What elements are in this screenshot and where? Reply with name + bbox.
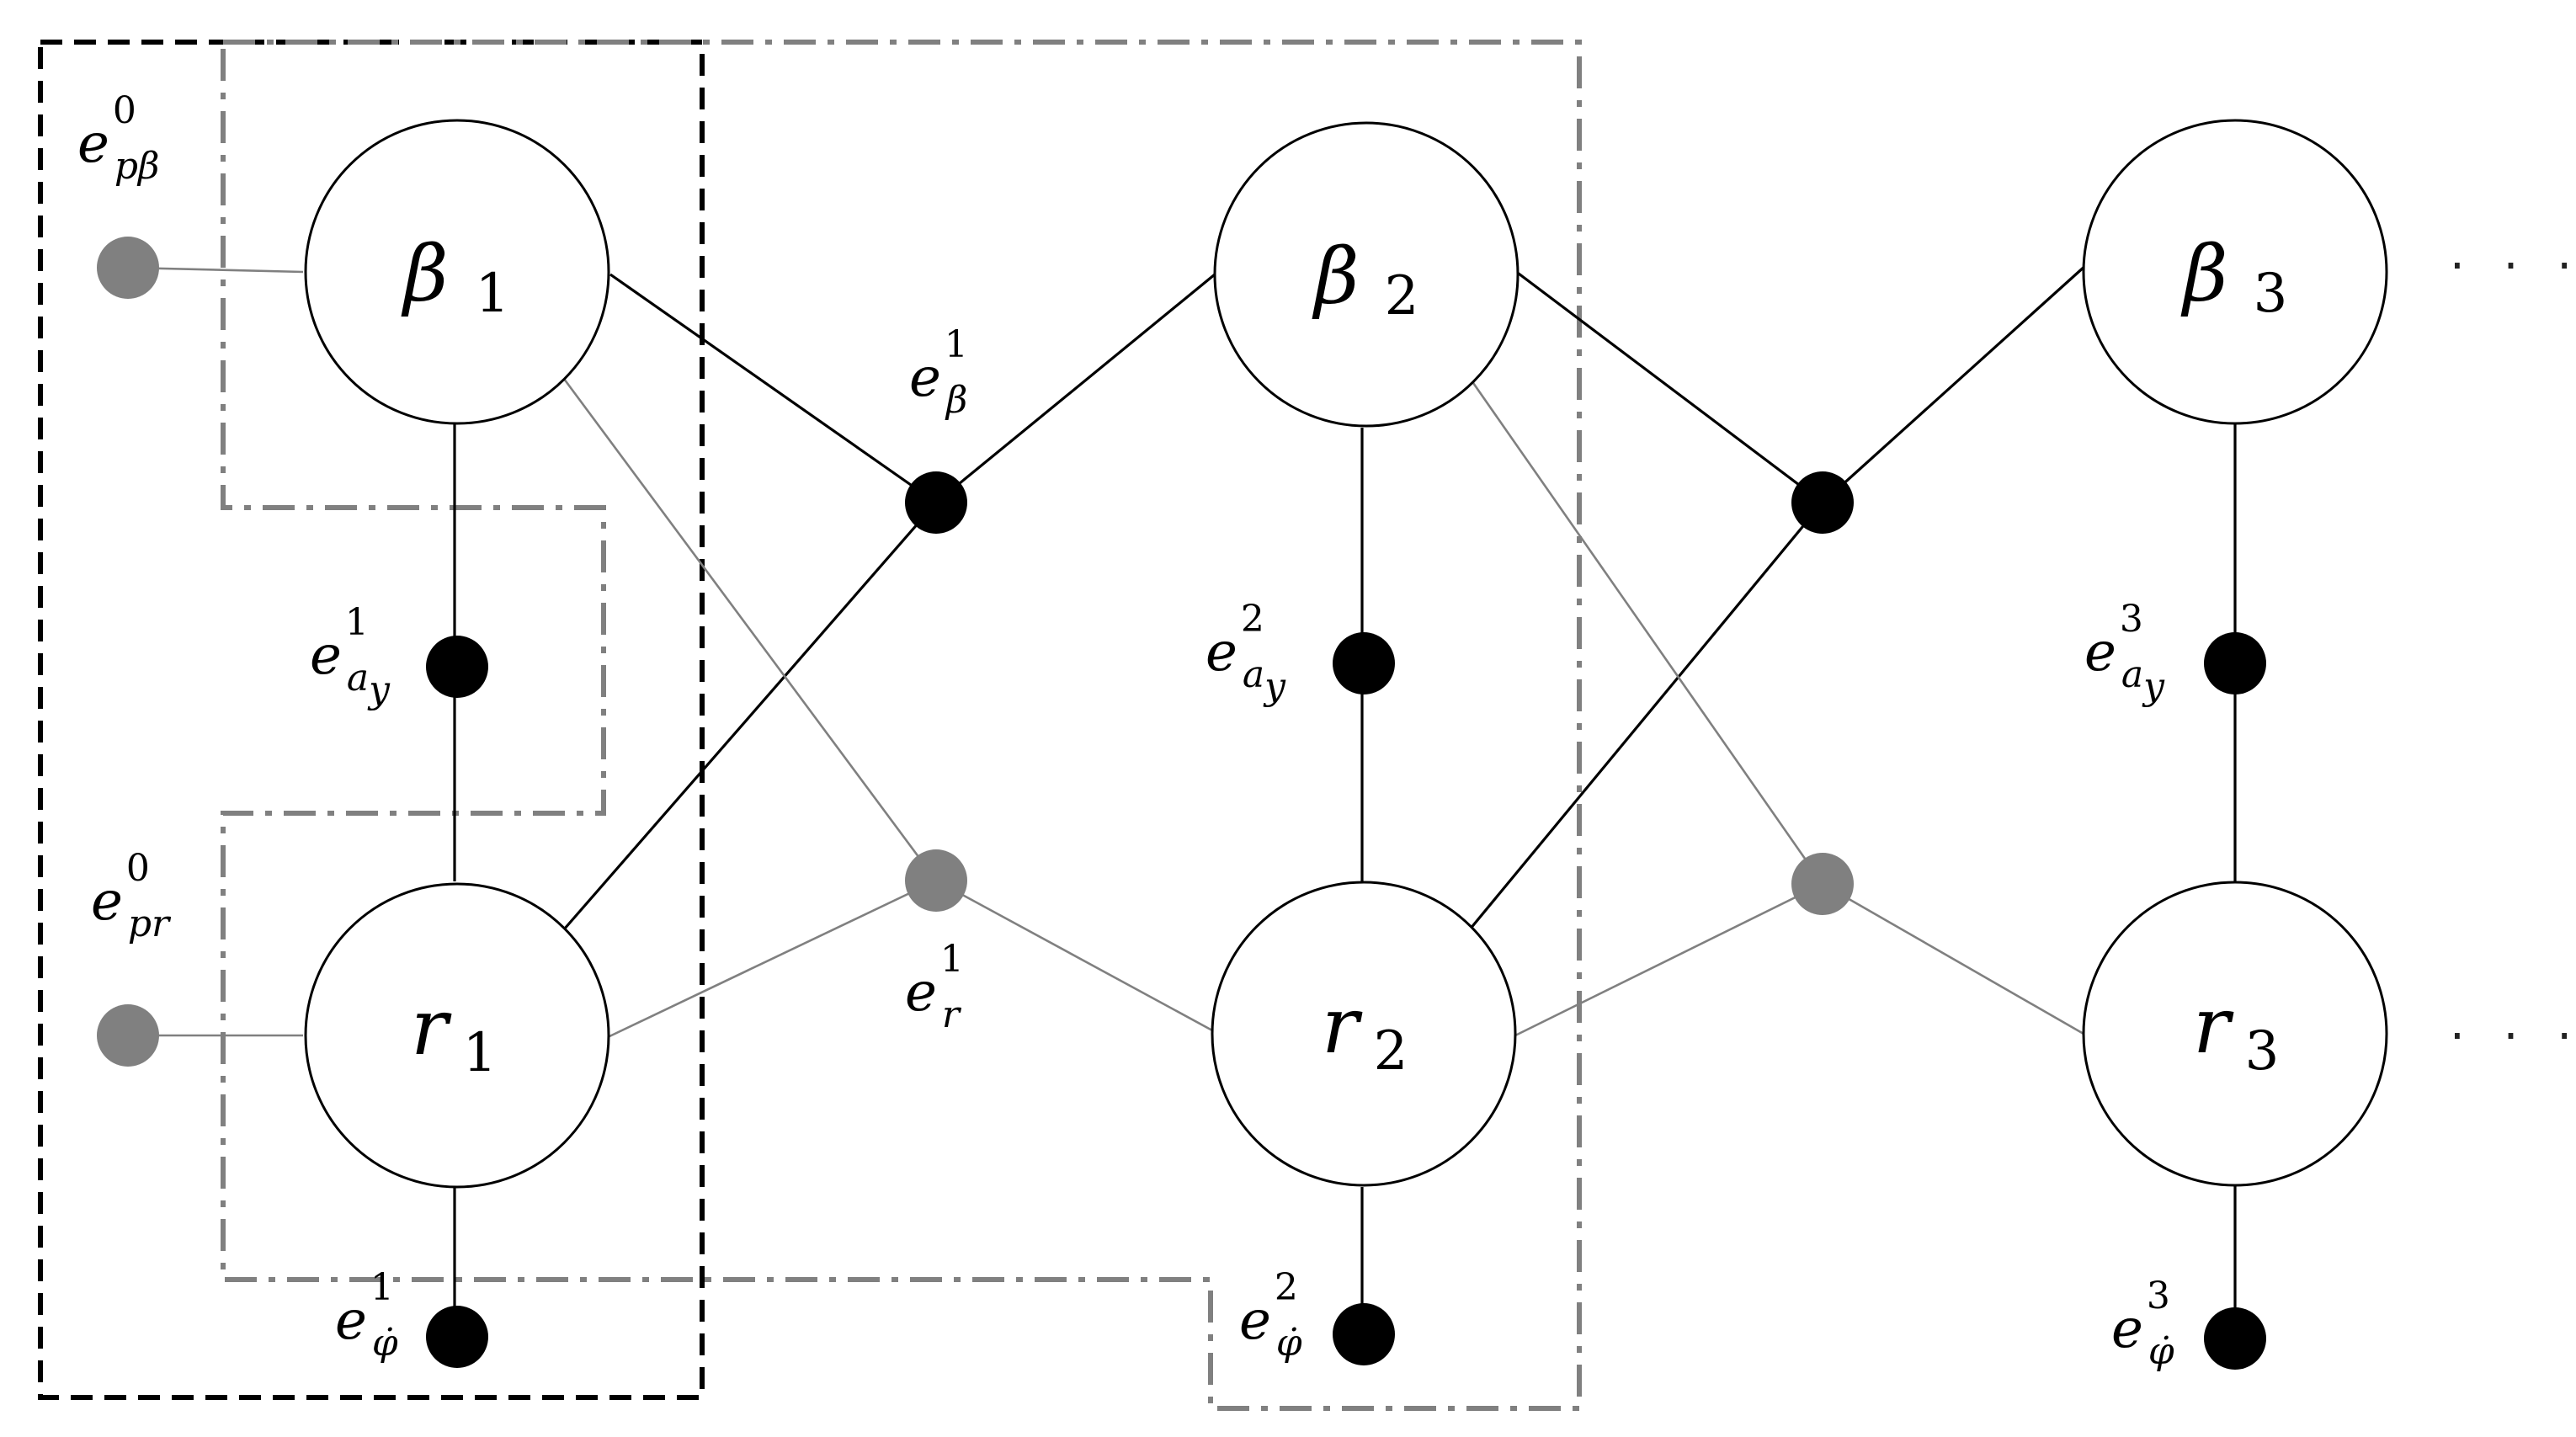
- node-beta2-index: 2: [1385, 265, 1419, 327]
- continuation-ellipsis-bottom: · · ·: [2450, 1009, 2576, 1064]
- node-r1-index: 1: [463, 1022, 498, 1084]
- node-r2-symbol: r: [1322, 981, 1363, 1071]
- svg-text:2: 2: [1374, 1020, 1408, 1083]
- edge-beta2-er2: [1470, 380, 1824, 885]
- continuation-ellipsis-top: · · ·: [2450, 239, 2576, 294]
- svg-text:1: 1: [463, 1022, 498, 1084]
- factor-dot-beta1: [905, 471, 967, 534]
- svg-text:r: r: [2193, 981, 2234, 1071]
- node-beta3-index: 3: [2254, 263, 2288, 325]
- node-r3: r 3: [2082, 881, 2388, 1187]
- node-beta1-symbol: β: [401, 229, 448, 319]
- window-box-gray-dashdot-upper: [221, 40, 1582, 1411]
- edge-er1-r2: [935, 879, 1213, 1032]
- node-beta2-symbol: β: [1312, 232, 1359, 322]
- edge-er2-r3: [1822, 882, 2084, 1035]
- svg-text:r: r: [411, 982, 452, 1072]
- node-beta3: β 3: [2082, 119, 2388, 425]
- node-beta3-symbol: β: [2180, 229, 2227, 319]
- factor-dot-beta2: [1791, 471, 1854, 534]
- factor-dot-ay2: [1333, 632, 1395, 695]
- node-r2: r 2: [1211, 881, 1517, 1187]
- svg-text:3: 3: [2254, 263, 2288, 325]
- svg-text:2: 2: [1385, 265, 1419, 327]
- edge-r1-er1: [607, 879, 937, 1039]
- node-r1-symbol: r: [411, 982, 452, 1072]
- factor-dot-phidot3: [2204, 1307, 2266, 1370]
- factor-dot-phidot2: [1333, 1303, 1395, 1365]
- node-r3-index: 3: [2245, 1020, 2280, 1083]
- svg-text:β: β: [2180, 229, 2227, 319]
- edge-beta1-eb1: [609, 273, 937, 504]
- factor-dot-ay3: [2204, 632, 2266, 695]
- factor-dot-phidot1: [426, 1306, 488, 1368]
- edge-beta2-eb2: [1514, 269, 1823, 504]
- edge-r1-eb1: [562, 501, 938, 931]
- svg-text:β: β: [401, 229, 448, 319]
- node-beta1: β 1: [304, 119, 610, 425]
- factor-dot-pr0: [97, 1004, 159, 1067]
- svg-text:β: β: [1312, 232, 1359, 322]
- svg-text:3: 3: [2245, 1020, 2280, 1083]
- edge-r2-eb2: [1468, 501, 1824, 931]
- edge-beta1-er1: [562, 378, 938, 881]
- factor-dot-pbeta0: [97, 237, 159, 299]
- factor-dot-r2: [1791, 853, 1854, 915]
- edge-eb1-beta2: [934, 273, 1216, 504]
- node-r3-symbol: r: [2193, 981, 2234, 1071]
- edge-eb2-beta3: [1821, 263, 2088, 504]
- node-beta1-index: 1: [476, 263, 510, 325]
- factor-dot-ay1: [426, 636, 488, 698]
- svg-text:1: 1: [476, 263, 510, 325]
- svg-text:r: r: [1322, 981, 1363, 1071]
- edge-r2-er2: [1514, 882, 1823, 1037]
- factor-dot-r1: [905, 849, 967, 912]
- node-r2-index: 2: [1374, 1020, 1408, 1083]
- node-r1: r 1: [304, 882, 610, 1189]
- node-beta2: β 2: [1213, 121, 1520, 428]
